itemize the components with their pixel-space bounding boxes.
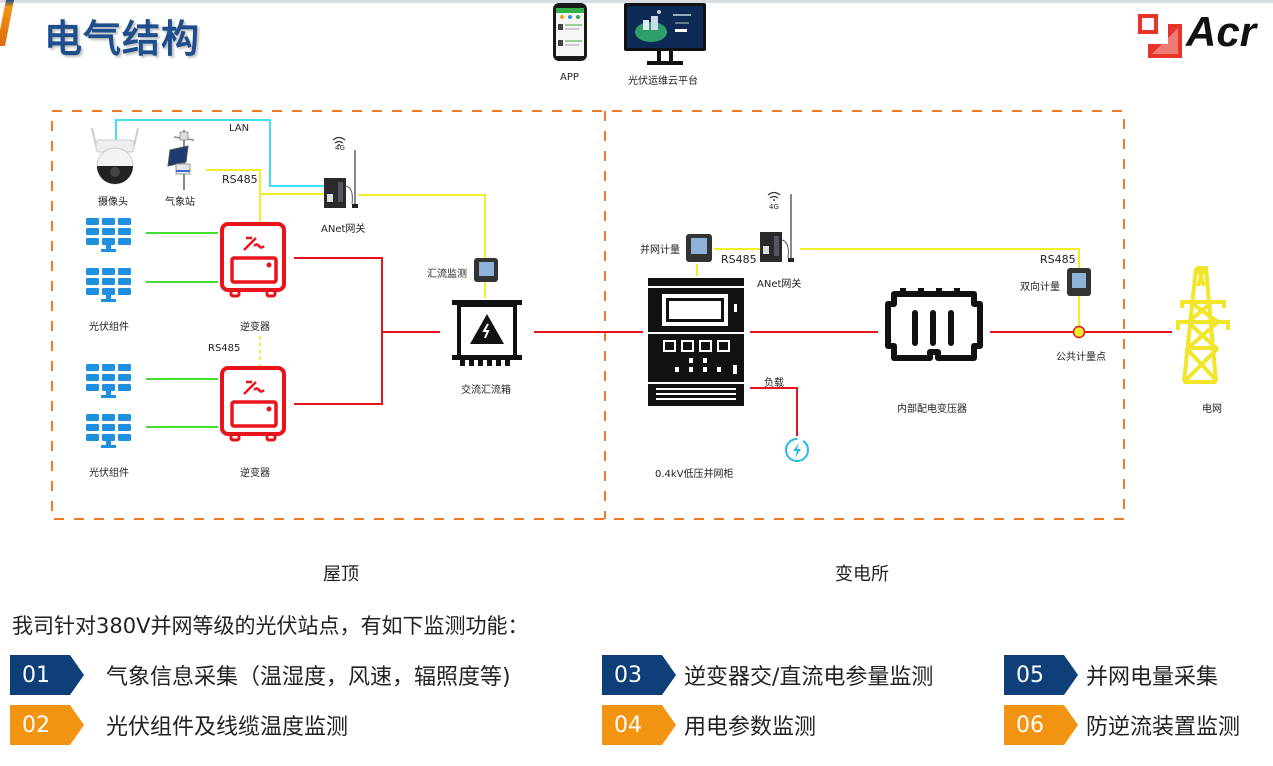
- ac-line-inverters: [294, 257, 383, 405]
- zone-label-substation: 变电所: [835, 564, 889, 585]
- gateway-label: ANet网关: [757, 279, 802, 290]
- power-meter-icon: [474, 258, 498, 282]
- feature-text: 并网电量采集: [1086, 665, 1219, 690]
- feature-text: 气象信息采集（温湿度，风速，辐照度等): [106, 665, 511, 690]
- inverter-icon: [220, 366, 286, 442]
- feature-text: 光伏组件及线缆温度监测: [106, 715, 349, 740]
- wifi-signal-icon: [332, 136, 346, 146]
- page-title: 电气结构: [44, 17, 201, 61]
- bidirectional-meter-label: 双向计量: [1020, 282, 1060, 293]
- ac-combiner-box-icon: [452, 300, 522, 366]
- feature-item: 05 并网电量采集: [1004, 655, 1218, 695]
- ac-line-to-load: [750, 387, 798, 436]
- feature-number-badge: 06: [1004, 705, 1078, 745]
- weather-station-icon: [167, 130, 195, 190]
- smartphone-app-icon: [553, 3, 587, 61]
- camera-label: 摄像头: [98, 197, 128, 208]
- combiner-monitor-label: 汇流监测: [427, 269, 467, 280]
- load-label: 负载: [764, 378, 784, 389]
- inverter-icon: [220, 222, 286, 298]
- feature-item: 01 气象信息采集（温湿度，风速，辐照度等): [10, 655, 511, 695]
- feature-text: 用电参数监测: [684, 715, 817, 740]
- camera-icon: [91, 127, 139, 185]
- signal-4g-label: 4G: [335, 144, 345, 152]
- brand-name: Acr: [1186, 8, 1257, 55]
- rs485-line-weather: [206, 169, 261, 222]
- features-intro: 我司针对380V并网等级的光伏站点，有如下监测功能：: [12, 614, 529, 638]
- brand-logo-icon: [1138, 14, 1182, 58]
- pv-module-icon: [86, 364, 131, 398]
- inverter-label: 逆变器: [240, 322, 270, 333]
- feature-item: 04 用电参数监测: [602, 705, 816, 745]
- ac-combiner-box-label: 交流汇流箱: [461, 385, 511, 396]
- rs485-label: RS485: [222, 173, 258, 186]
- transformer-label: 内部配电变压器: [897, 404, 967, 415]
- monitor-platform-icon: [624, 3, 706, 65]
- lv-cabinet-icon: [648, 278, 744, 406]
- grid-meter-label: 并网计量: [640, 245, 680, 256]
- power-meter-icon: [686, 234, 712, 262]
- feature-number-badge: 03: [602, 655, 676, 695]
- load-lightning-icon: [785, 438, 809, 462]
- feature-item: 02 光伏组件及线缆温度监测: [10, 705, 348, 745]
- wifi-signal-icon: [767, 191, 781, 201]
- feature-number-badge: 04: [602, 705, 676, 745]
- pv-module-icon: [86, 218, 131, 252]
- rs485-line-combiner: [358, 194, 486, 262]
- power-meter-icon: [1067, 268, 1091, 296]
- feature-item: 03 逆变器交/直流电参量监测: [602, 655, 933, 695]
- zone-label-rooftop: 屋顶: [323, 564, 359, 585]
- lv-cabinet-label: 0.4kV低压并网柜: [655, 469, 734, 480]
- feature-item: 06 防逆流装置监测: [1004, 705, 1240, 745]
- feature-number-badge: 02: [10, 705, 84, 745]
- grid-label: 电网: [1202, 404, 1222, 415]
- anet-gateway-icon: [760, 194, 794, 262]
- corner-accent-icon: [0, 0, 14, 46]
- rs485-label: RS485: [721, 253, 757, 266]
- feature-number-badge: 01: [10, 655, 84, 695]
- weather-station-label: 气象站: [165, 197, 195, 208]
- platform-label: 光伏运维云平台: [628, 76, 698, 87]
- power-tower-icon: [1176, 266, 1230, 384]
- pv-module-icon: [86, 268, 131, 302]
- metering-point-icon: [1072, 325, 1086, 339]
- transformer-icon: [885, 288, 983, 361]
- common-metering-point-label: 公共计量点: [1056, 352, 1106, 363]
- feature-text: 逆变器交/直流电参量监测: [684, 665, 934, 690]
- top-border: [0, 0, 1273, 3]
- rs485-label: RS485: [1040, 253, 1076, 266]
- feature-number-badge: 05: [1004, 655, 1078, 695]
- app-label: APP: [560, 72, 579, 83]
- gateway-label: ANet网关: [321, 224, 366, 235]
- feature-text: 防逆流装置监测: [1086, 715, 1241, 740]
- lan-line: [115, 119, 328, 187]
- pv-module-icon: [86, 414, 131, 448]
- pv-module-label: 光伏组件: [89, 322, 129, 333]
- rs485-line-bidirectional: [800, 248, 1080, 270]
- pv-module-label: 光伏组件: [89, 468, 129, 479]
- signal-4g-label: 4G: [769, 203, 779, 211]
- inverter-label: 逆变器: [240, 468, 270, 479]
- zone-border: [51, 110, 1125, 520]
- anet-gateway-icon: [324, 150, 358, 208]
- lan-label: LAN: [229, 123, 250, 134]
- rs485-label: RS485: [208, 343, 241, 354]
